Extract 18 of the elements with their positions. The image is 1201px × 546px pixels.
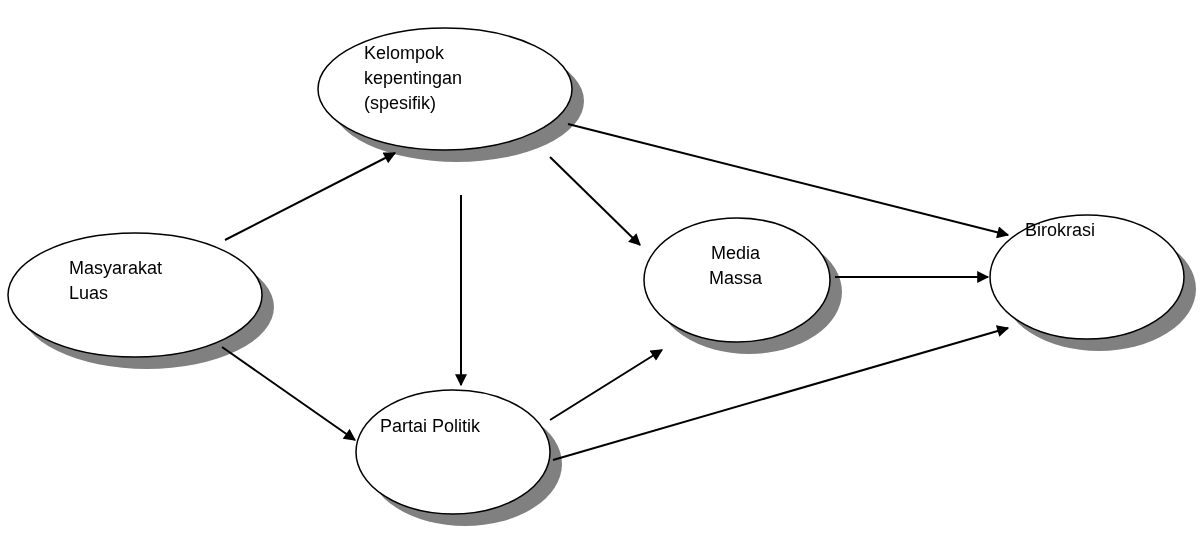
node-label: Kelompok kepentingan (spesifik) (364, 42, 464, 115)
arrow (455, 194, 467, 387)
arrow (834, 271, 990, 283)
arrow (567, 123, 1010, 239)
node-label: Masyarakat Luas (69, 257, 164, 305)
node-label: Media Massa (708, 242, 763, 290)
ellipse-node (317, 27, 585, 163)
arrow (221, 346, 356, 441)
arrow (549, 349, 663, 421)
ellipse-node (355, 389, 563, 527)
ellipse-node (989, 214, 1197, 352)
node-label: Partai Politik (380, 415, 482, 438)
arrow (224, 152, 397, 241)
arrow (549, 156, 641, 246)
arrow (552, 325, 1010, 461)
node-label: Birokrasi (1025, 219, 1096, 242)
ellipse-node (643, 217, 843, 355)
ellipse-node (7, 232, 275, 370)
